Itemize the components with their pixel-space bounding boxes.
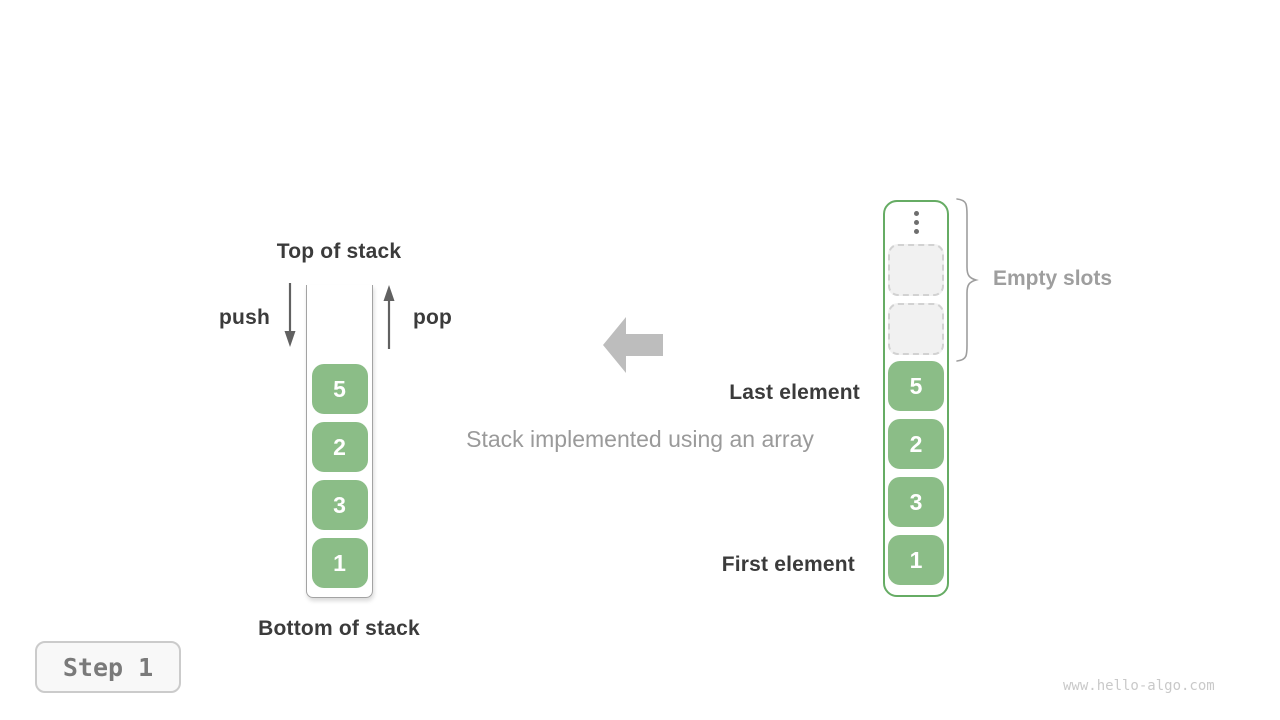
empty-slots-label: Empty slots: [993, 267, 1113, 290]
array-element: 2: [888, 419, 944, 469]
stack-element: 1: [311, 538, 368, 588]
stack-element: 3: [311, 480, 368, 530]
watermark: www.hello-algo.com: [1063, 678, 1215, 694]
empty-slot: [888, 303, 944, 355]
stack-element: 2: [311, 422, 368, 472]
array-element: 5: [888, 361, 944, 411]
array-element: 1: [888, 535, 944, 585]
diagram-caption: Stack implemented using an array: [466, 426, 814, 452]
first-element-label: First element: [721, 553, 855, 576]
pop-label: pop: [413, 306, 453, 329]
last-element-label: Last element: [729, 381, 860, 404]
array-element: 3: [888, 477, 944, 527]
step-badge: Step 1: [35, 641, 181, 693]
big-left-arrow-icon: [603, 317, 663, 373]
push-label: push: [219, 306, 270, 329]
top-of-stack-label: Top of stack: [276, 240, 402, 263]
pop-arrow-up-icon: [383, 285, 395, 349]
stack-container: 5 2 3 1: [306, 285, 373, 598]
stack-element: 5: [311, 364, 368, 414]
curly-brace-icon: [956, 198, 979, 362]
empty-slot: [888, 244, 944, 296]
bottom-of-stack-label: Bottom of stack: [258, 617, 420, 640]
vertical-ellipsis-icon: [885, 211, 947, 234]
array-container: 5 2 3 1: [883, 200, 949, 597]
push-arrow-down-icon: [284, 283, 296, 347]
